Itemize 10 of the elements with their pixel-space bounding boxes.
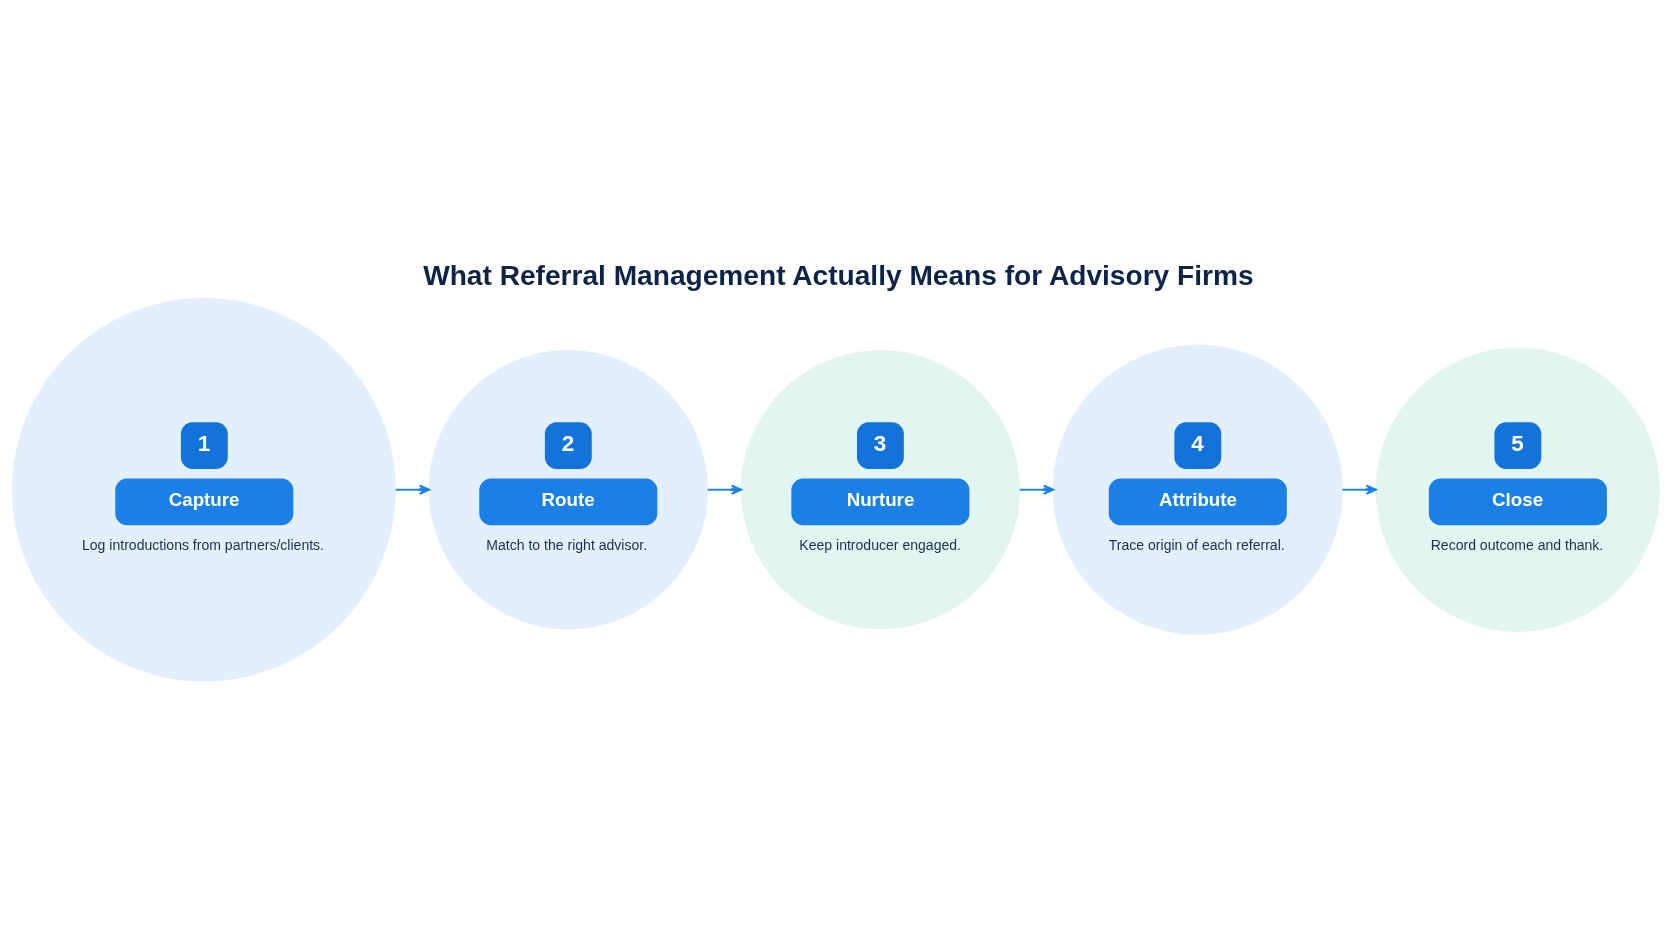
node-circle: 1 Capture Log introductions from partners/clients. bbox=[11, 297, 396, 682]
arrow bbox=[394, 484, 431, 495]
diagram-title: What Referral Management Actually Means for Advisory Firms bbox=[423, 260, 1254, 292]
node-circle: 5 Close Record outcome and thank. bbox=[1375, 347, 1660, 632]
node-circle: 2 Route Match to the right advisor. bbox=[428, 350, 708, 630]
arrow bbox=[1341, 484, 1377, 495]
node-circle: 3 Nurture Keep introducer engaged. bbox=[740, 350, 1021, 630]
arrow bbox=[1018, 484, 1055, 495]
arrow bbox=[706, 484, 743, 495]
node-circle: 4 Attribute Trace origin of each referral. bbox=[1052, 344, 1343, 635]
